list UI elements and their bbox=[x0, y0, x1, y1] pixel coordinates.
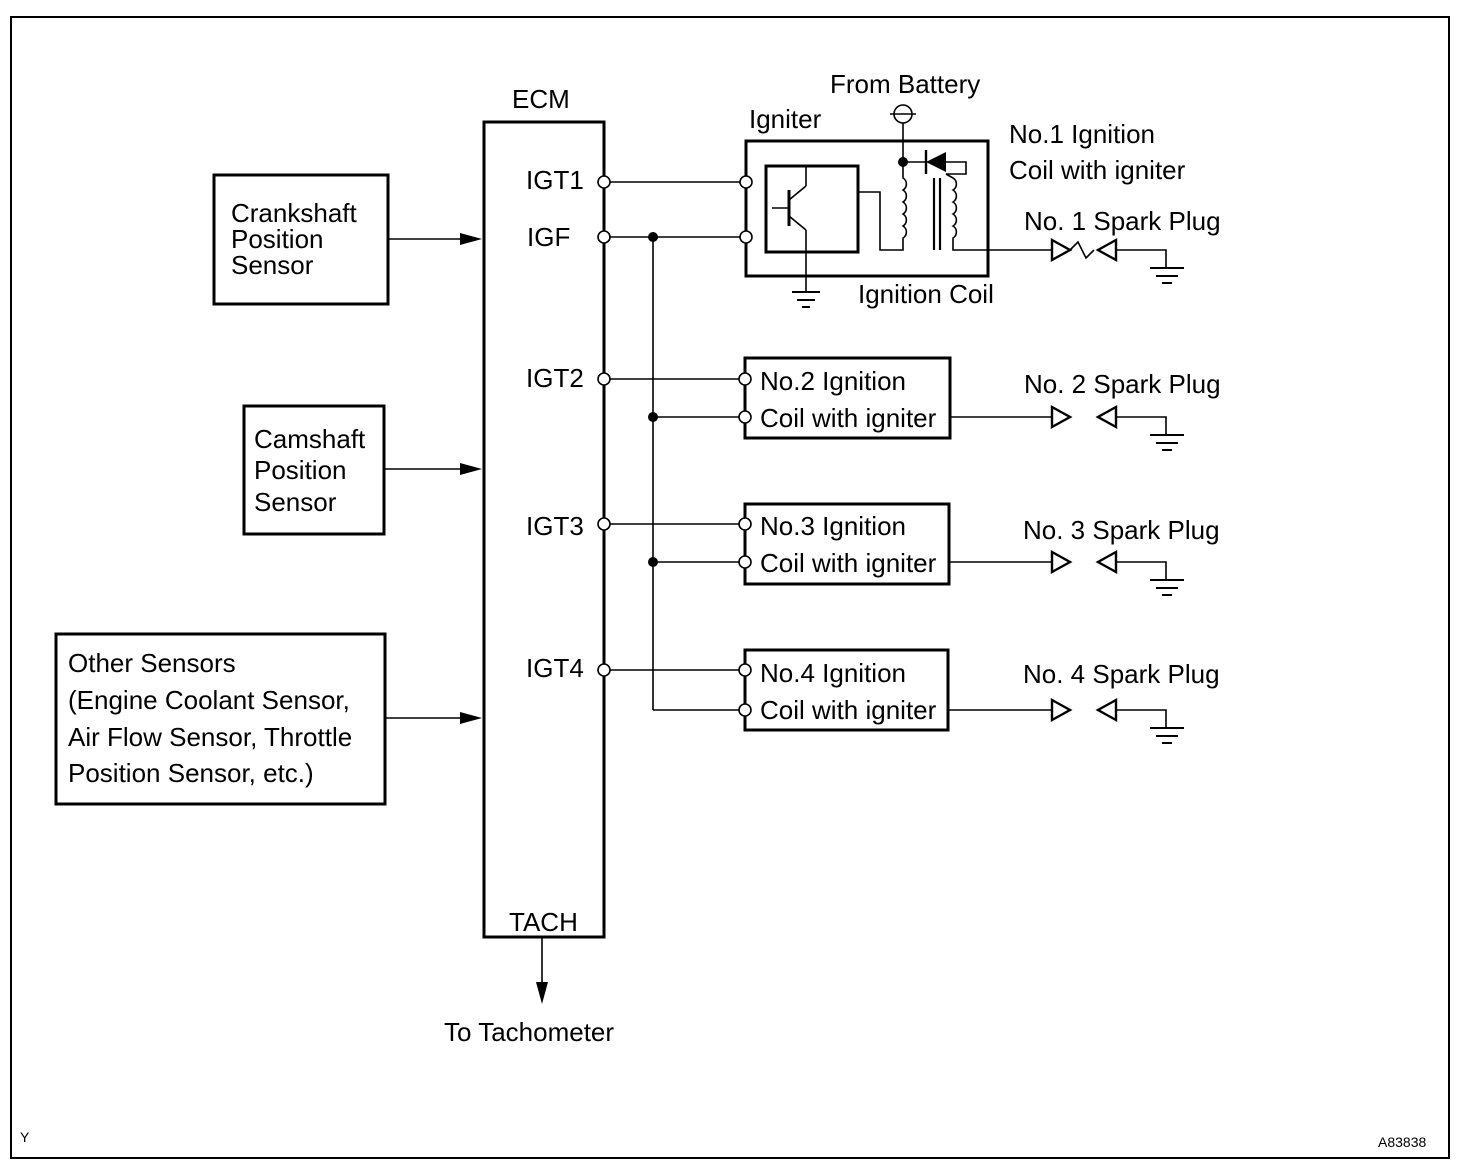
other-sensors: Other Sensors (Engine Coolant Sensor, Ai… bbox=[54, 632, 387, 806]
other-sensors-label-1: Other Sensors bbox=[68, 648, 236, 678]
other-sensors-box bbox=[54, 632, 387, 806]
camshaft-sensor: Camshaft Position Sensor bbox=[242, 404, 386, 536]
junction-dot bbox=[648, 412, 658, 422]
ground-icon bbox=[1150, 579, 1184, 596]
crankshaft-label-2: Position bbox=[231, 224, 324, 254]
igniter-ground-icon bbox=[792, 291, 820, 308]
ecm: ECM IGT1 IGF IGT2 IGT3 IGT4 TACH bbox=[482, 84, 606, 939]
other-sensors-label-2: (Engine Coolant Sensor, bbox=[68, 685, 350, 715]
terminal-igt3 bbox=[597, 517, 611, 531]
battery-terminal-icon bbox=[890, 104, 916, 124]
crankshaft-label-1: Crankshaft bbox=[231, 198, 357, 228]
spark-plug-electrode-icon bbox=[1050, 697, 1073, 723]
coil4-box bbox=[743, 648, 950, 732]
tach-arrow bbox=[536, 982, 548, 1004]
ignition-coil-label: Ignition Coil bbox=[858, 279, 994, 309]
coil4-assembly: No.4 Ignition Coil with igniter No. 4 Sp… bbox=[738, 648, 1220, 744]
coil1-assembly: From Battery Igniter No.1 Ignition Coil … bbox=[739, 69, 1186, 309]
coil1-box bbox=[744, 139, 990, 278]
spark-plug-electrode-icon bbox=[1095, 404, 1118, 430]
ground-icon bbox=[1150, 267, 1184, 284]
pin-igt3: IGT3 bbox=[526, 511, 584, 541]
ground-icon bbox=[1150, 434, 1184, 451]
terminal-igt1 bbox=[597, 175, 611, 189]
spark-plug-2-label: No. 2 Spark Plug bbox=[1024, 369, 1221, 399]
primary-winding bbox=[858, 168, 908, 251]
camshaft-label-2: Position bbox=[254, 455, 347, 485]
coil2-title: No.2 Ignition bbox=[760, 366, 906, 396]
diode-return-wire bbox=[946, 161, 967, 175]
coil2-box bbox=[743, 356, 952, 440]
terminal-igf bbox=[597, 230, 611, 244]
igniter-label: Igniter bbox=[749, 104, 822, 134]
coil4-title: No.4 Ignition bbox=[760, 658, 906, 688]
spark-plug-4-label: No. 4 Spark Plug bbox=[1023, 659, 1220, 689]
pin-tach: TACH bbox=[509, 907, 578, 937]
spark-plug-4-ground-wire bbox=[1116, 709, 1167, 728]
pin-igt4: IGT4 bbox=[526, 653, 584, 683]
pin-igf: IGF bbox=[527, 222, 570, 252]
camshaft-label-1: Camshaft bbox=[254, 424, 366, 454]
coil2-igt-terminal bbox=[738, 372, 752, 386]
other-sensors-arrow bbox=[460, 712, 482, 724]
coil4-igf-terminal bbox=[738, 703, 752, 717]
crankshaft-sensor: Crankshaft Position Sensor bbox=[212, 173, 390, 306]
coil3-title: No.3 Ignition bbox=[760, 511, 906, 541]
terminal-igt4 bbox=[597, 663, 611, 677]
corner-left-mark: Y bbox=[20, 1129, 30, 1145]
other-sensors-label-3: Air Flow Sensor, Throttle bbox=[68, 722, 352, 752]
ecm-title: ECM bbox=[512, 84, 570, 114]
spark-arc-icon bbox=[1069, 240, 1095, 260]
pin-igt2: IGT2 bbox=[526, 363, 584, 393]
junction-dot bbox=[648, 557, 658, 567]
coil3-assembly: No.3 Ignition Coil with igniter No. 3 Sp… bbox=[738, 502, 1220, 596]
coil2-sub: Coil with igniter bbox=[760, 403, 937, 433]
spark-plug-1: No. 1 Spark Plug bbox=[1024, 206, 1221, 284]
coil3-box bbox=[743, 502, 951, 586]
coil4-igt-terminal bbox=[738, 663, 752, 677]
transistor-symbol bbox=[772, 166, 807, 292]
other-sensors-label-4: Position Sensor, etc.) bbox=[68, 758, 314, 788]
spark-plug-electrode-icon bbox=[1095, 549, 1118, 575]
spark-plug-electrode-icon bbox=[1050, 237, 1073, 263]
camshaft-sensor-box bbox=[242, 404, 386, 536]
coil3-igt-terminal bbox=[738, 517, 752, 531]
spark-plug-2-ground-wire bbox=[1116, 416, 1167, 435]
spark-plug-electrode-icon bbox=[1050, 549, 1073, 575]
from-battery-label: From Battery bbox=[830, 69, 980, 99]
spark-plug-electrode-icon bbox=[1050, 404, 1073, 430]
junction-dot bbox=[648, 232, 658, 242]
crankshaft-arrow bbox=[460, 233, 482, 245]
figure-code: A83838 bbox=[1378, 1134, 1426, 1150]
igniter-box bbox=[764, 164, 860, 254]
coil1-igf-terminal bbox=[739, 230, 753, 244]
to-tachometer-label: To Tachometer bbox=[444, 1017, 614, 1047]
coil3-sub: Coil with igniter bbox=[760, 548, 937, 578]
coil1-igt-terminal bbox=[739, 175, 753, 189]
camshaft-arrow bbox=[460, 463, 482, 475]
terminal-igt2 bbox=[597, 372, 611, 386]
spark-plug-electrode-icon bbox=[1095, 697, 1118, 723]
camshaft-label-3: Sensor bbox=[254, 487, 337, 517]
spark-plug-electrode-icon bbox=[1095, 237, 1118, 263]
spark-plug-3-ground-wire bbox=[1116, 561, 1167, 580]
crankshaft-label-3: Sensor bbox=[231, 250, 314, 280]
secondary-winding bbox=[945, 173, 988, 251]
spark-plug-1-ground-wire bbox=[1116, 249, 1167, 268]
outer-frame bbox=[10, 16, 1450, 1159]
ground-icon bbox=[1150, 727, 1184, 744]
spark-plug-3-label: No. 3 Spark Plug bbox=[1023, 515, 1220, 545]
pin-igt1: IGT1 bbox=[526, 165, 584, 195]
coil2-assembly: No.2 Ignition Coil with igniter No. 2 Sp… bbox=[738, 356, 1221, 451]
coil4-sub: Coil with igniter bbox=[760, 695, 937, 725]
coil3-igf-terminal bbox=[738, 555, 752, 569]
coil1-title-1: No.1 Ignition bbox=[1009, 119, 1155, 149]
spark-plug-1-label: No. 1 Spark Plug bbox=[1024, 206, 1221, 236]
coil1-title-2: Coil with igniter bbox=[1009, 155, 1186, 185]
diode-icon bbox=[924, 150, 946, 174]
coil2-igf-terminal bbox=[738, 410, 752, 424]
